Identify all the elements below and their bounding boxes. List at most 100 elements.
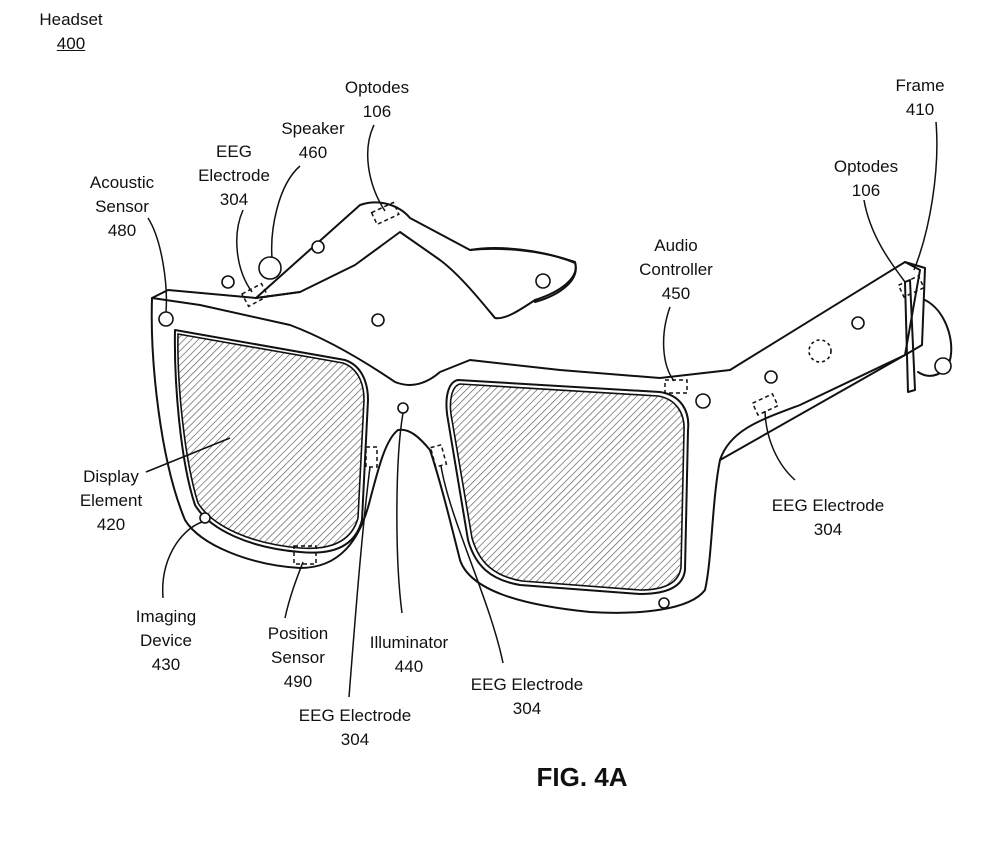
eeg-bottom-label: EEG Electrode 304 [299, 704, 411, 752]
acoustic-line1: Acoustic [89, 173, 155, 192]
right-lens [449, 383, 685, 591]
arm-audio-circle [808, 339, 832, 363]
frame-label: Frame 410 [895, 74, 944, 122]
leader-frame [913, 121, 938, 271]
optodes-top-label: Optodes 106 [345, 76, 409, 124]
leader-optodes-right [863, 199, 906, 283]
frame-front-outer [150, 261, 921, 614]
temple-dot-1 [221, 275, 235, 289]
headset-label: Headset 400 [39, 8, 102, 56]
far-temple-arm [255, 201, 577, 320]
leader-eeg-center [440, 465, 504, 664]
audio-label: Audio Controller 450 [639, 234, 713, 306]
speaker-name: Speaker [281, 119, 345, 138]
frame-ref: 410 [905, 100, 935, 119]
eeg-right-label: EEG Electrode 304 [772, 494, 884, 542]
eeg-top-line2: Electrode [198, 166, 270, 185]
optodes-right-name: Optodes [833, 157, 899, 176]
eeg-bottom-name: EEG Electrode [298, 706, 412, 725]
right-earpiece [904, 279, 916, 393]
left-lens [177, 333, 365, 550]
left-rim [173, 329, 369, 554]
leader-display [145, 437, 231, 473]
speaker-ref: 460 [298, 143, 328, 162]
leader-optodes-top [367, 124, 386, 212]
audio-line1: Audio [654, 236, 698, 255]
headset-name: Headset [39, 10, 103, 29]
optodes-box-top [370, 201, 400, 226]
illuminator-label: Illuminator 440 [370, 631, 448, 679]
figure-title: FIG. 4A [536, 762, 628, 792]
right-ear-hook [917, 299, 953, 377]
arm-dot-1 [764, 370, 778, 384]
eeg-box-right [751, 392, 779, 416]
right-rim [445, 379, 690, 595]
arm-dot-2 [851, 316, 865, 330]
illuminator-name: Illuminator [369, 633, 449, 652]
leader-position [284, 561, 304, 619]
optodes-right-label: Optodes 106 [834, 155, 898, 203]
frame-name: Frame [895, 76, 945, 95]
eeg-box-top [240, 282, 270, 308]
acoustic-line2: Sensor [95, 197, 149, 216]
position-line2: Sensor [271, 648, 325, 667]
illuminator-dot [397, 402, 409, 414]
eeg-top-label: EEG Electrode 304 [198, 140, 270, 212]
leader-eeg-top [236, 209, 253, 293]
left-hinge-block [151, 289, 301, 299]
headset-ref: 400 [56, 34, 86, 53]
illuminator-ref: 440 [394, 657, 424, 676]
position-ref: 490 [283, 672, 313, 691]
acoustic-ref: 480 [107, 221, 137, 240]
leader-eeg-right [764, 410, 796, 481]
leader-speaker [270, 165, 301, 259]
far-temple-earpiece [469, 247, 577, 303]
arm-dot-3 [934, 357, 952, 375]
imaging-line1: Imaging [135, 607, 197, 626]
imaging-label: Imaging Device 430 [136, 605, 196, 677]
eeg-right-name: EEG Electrode [771, 496, 885, 515]
position-label: Position Sensor 490 [268, 622, 328, 694]
eeg-center-label: EEG Electrode 304 [471, 673, 583, 721]
speaker-circle [258, 256, 282, 280]
position-line1: Position [267, 624, 329, 643]
leader-eeg-bottom [348, 466, 371, 698]
eeg-center-ref: 304 [512, 699, 542, 718]
audio-controller-box [664, 379, 688, 394]
leader-illuminator [396, 412, 404, 614]
display-line2: Element [79, 491, 143, 510]
imaging-device-dot [199, 512, 211, 524]
bottom-right-dot [658, 597, 670, 609]
display-label: Display Element 420 [80, 465, 142, 537]
eeg-box-nose-right [429, 443, 448, 468]
acoustic-label: Acoustic Sensor 480 [90, 171, 154, 243]
eeg-top-ref: 304 [219, 190, 249, 209]
leader-imaging [162, 521, 203, 599]
audio-ref: 450 [661, 284, 691, 303]
optodes-top-name: Optodes [344, 78, 410, 97]
frame-dot-center [371, 313, 385, 327]
acoustic-sensor-dot [158, 311, 174, 327]
temple-dot-2 [311, 240, 325, 254]
optodes-box-right [897, 274, 925, 298]
eeg-right-ref: 304 [813, 520, 843, 539]
eeg-top-line1: EEG [216, 142, 252, 161]
leader-audio [662, 306, 675, 382]
eeg-bottom-ref: 304 [340, 730, 370, 749]
optodes-top-ref: 106 [362, 102, 392, 121]
speaker-label: Speaker 460 [281, 117, 344, 165]
audio-line2: Controller [639, 260, 713, 279]
far-arm-dot [535, 273, 551, 289]
eeg-center-name: EEG Electrode [470, 675, 584, 694]
display-line1: Display [83, 467, 139, 486]
display-ref: 420 [96, 515, 126, 534]
position-sensor-box [293, 545, 317, 565]
imaging-line2: Device [140, 631, 192, 650]
imaging-ref: 430 [151, 655, 181, 674]
leader-acoustic [147, 217, 168, 313]
right-hinge-dot [695, 393, 711, 409]
optodes-right-ref: 106 [851, 181, 881, 200]
eeg-box-nose-left [365, 446, 378, 468]
